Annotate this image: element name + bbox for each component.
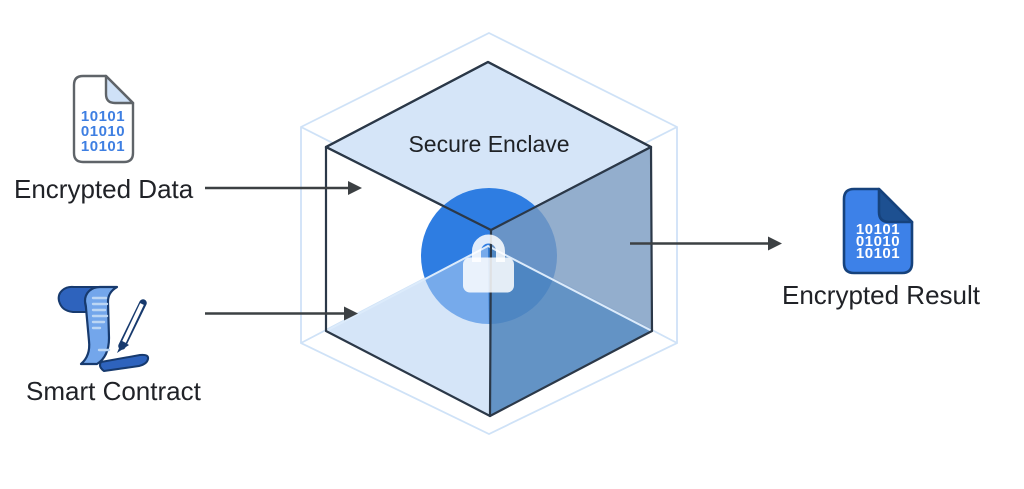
arrow-smart-contract-to-enclave	[205, 306, 358, 321]
pen-icon	[117, 299, 147, 353]
binary-line: 10101	[81, 138, 125, 155]
encrypted-data-node: 10101 01010 10101 Encrypted Data	[14, 74, 194, 204]
encrypted-result-label: Encrypted Result	[782, 280, 981, 310]
smart-contract-icon	[57, 285, 150, 372]
cube-bottom-left-face	[326, 246, 490, 416]
smart-contract-node: Smart Contract	[26, 285, 202, 406]
binary-line: 01010	[856, 233, 900, 250]
scroll-text-lines	[91, 296, 111, 352]
arrow-encrypted-data-to-enclave	[205, 181, 362, 195]
arrow-enclave-to-encrypted-result	[630, 236, 782, 251]
encrypted-data-label: Encrypted Data	[14, 174, 194, 204]
binary-line: 10101	[856, 245, 900, 262]
cube-inner-bottom-edges	[325, 244, 653, 332]
binary-document-filled-icon: 10101 01010 10101	[842, 187, 914, 275]
encrypted-result-node: 10101 01010 10101 Encrypted Result	[782, 187, 981, 310]
binary-line: 10101	[81, 108, 125, 125]
secure-enclave-cube: Secure Enclave	[300, 31, 678, 435]
padlock-icon	[463, 234, 514, 293]
scroll-base	[99, 353, 150, 372]
binary-line: 10101	[856, 221, 900, 238]
binary-document-icon: 10101 01010 10101	[72, 74, 135, 164]
cube-bottom-right-face	[488, 246, 652, 416]
smart-contract-label: Smart Contract	[26, 376, 202, 406]
cube-title: Secure Enclave	[408, 131, 569, 157]
binary-line: 01010	[81, 123, 125, 140]
